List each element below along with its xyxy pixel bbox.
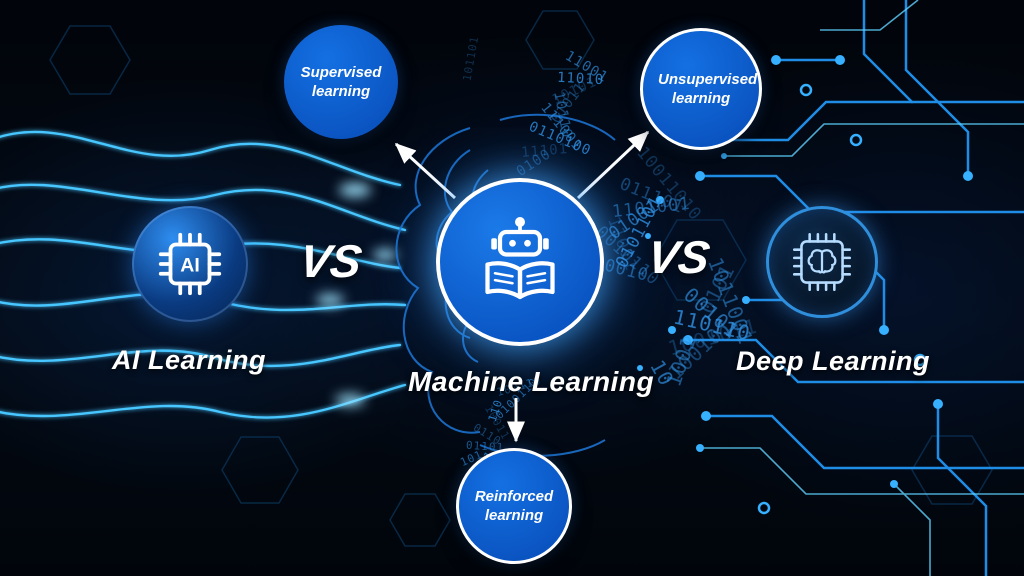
- circuit-traces-thin: [700, 0, 1024, 576]
- hexagon-pattern: [49, 10, 993, 547]
- node-machine-learning: [436, 178, 604, 346]
- vs-text-right: VS: [644, 231, 714, 283]
- brain-chip-icon: [792, 232, 852, 292]
- circuit-traces: [686, 0, 1024, 576]
- arrow-to-supervised: [394, 142, 457, 200]
- energy-glow-blobs: [316, 183, 397, 406]
- robot-reading-book-icon: [485, 217, 555, 300]
- node-deep-learning: [766, 206, 878, 318]
- arrow-to-unsupervised: [576, 130, 650, 200]
- node-unsupervised-learning: Unsupervised learning: [640, 28, 762, 150]
- machine-learning-label: Machine Learning: [408, 366, 655, 397]
- node-supervised-learning: Supervised learning: [284, 25, 398, 139]
- ai-chip-icon: AI: [158, 232, 222, 296]
- vs-text-left: VS: [296, 235, 366, 287]
- node-reinforced-learning: Reinforced learning: [456, 448, 572, 564]
- reinforced-learning-label: Reinforced learning: [474, 487, 554, 525]
- ai-learning-label: AI Learning: [112, 345, 267, 375]
- circuit-ring-dots: [757, 83, 927, 515]
- supervised-learning-label: Supervised learning: [300, 63, 382, 101]
- unsupervised-learning-label: Unsupervised learning: [658, 70, 758, 108]
- node-ai-learning: AI: [132, 206, 248, 322]
- ai-chip-text: AI: [180, 255, 200, 277]
- deep-learning-label: Deep Learning: [736, 346, 931, 376]
